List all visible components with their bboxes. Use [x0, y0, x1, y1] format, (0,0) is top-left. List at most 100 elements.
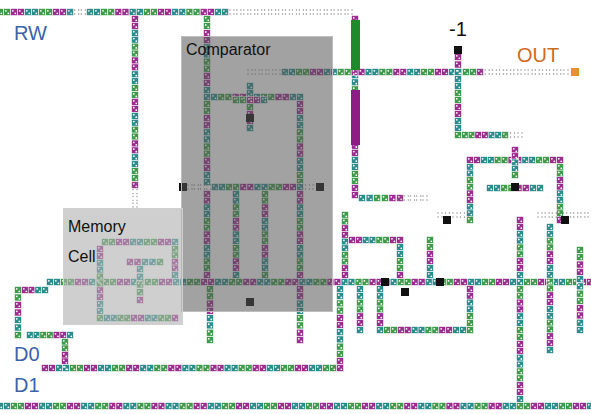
domino-pip: [135, 82, 137, 84]
domino-pip: [447, 328, 449, 330]
domino-cell: [25, 9, 32, 16]
domino-pip: [35, 333, 37, 335]
domino-cell: [421, 69, 428, 76]
domino-cell: [557, 210, 564, 217]
domino-pip: [232, 406, 234, 408]
domino-pip: [141, 406, 143, 408]
domino-pip: [404, 72, 406, 74]
domino-pip: [436, 70, 438, 72]
domino-cell: [62, 358, 69, 365]
domino-cell: [334, 403, 341, 410]
domino-cell: [379, 69, 386, 76]
domino-pip: [420, 280, 422, 282]
domino-cell: [467, 292, 474, 299]
domino-pip: [574, 404, 576, 406]
domino-pip: [578, 248, 580, 250]
domino-pip: [353, 172, 355, 174]
domino-cell: [352, 177, 359, 184]
domino-pip: [120, 406, 122, 408]
domino-pip: [110, 404, 112, 406]
domino-pip: [208, 323, 210, 325]
domino-pip: [133, 128, 135, 130]
domino-cell: [536, 157, 543, 164]
domino-pip: [211, 12, 213, 14]
domino-cell: [366, 195, 373, 202]
domino-pip: [135, 123, 137, 125]
domino-pip: [440, 328, 442, 330]
domino-pip: [197, 12, 199, 14]
domino-pip: [265, 404, 267, 406]
domino-cell: [132, 64, 139, 71]
domino-pip: [312, 368, 314, 370]
domino-pip: [239, 406, 241, 408]
domino-pip: [456, 55, 458, 57]
domino-cell: [577, 312, 584, 319]
domino-cell: [377, 299, 384, 306]
domino-pip: [207, 27, 209, 29]
domino-pip: [54, 10, 56, 12]
domino-pip: [567, 280, 569, 282]
domino-cell: [474, 403, 481, 410]
domino-pip: [130, 368, 132, 370]
domino-pip: [48, 333, 50, 335]
domino-pip: [530, 158, 532, 160]
domino-cell: [119, 365, 126, 372]
domino-pip: [209, 404, 211, 406]
domino-pip: [408, 282, 410, 284]
domino-cell: [337, 293, 344, 300]
domino-pip: [57, 335, 59, 337]
domino-cell: [200, 403, 207, 410]
domino-pip: [340, 333, 342, 335]
domino-cell: [480, 157, 487, 164]
domino-cell: [377, 327, 384, 334]
domino-pip: [518, 287, 520, 289]
domino-cell: [512, 165, 519, 172]
domino-cell: [263, 403, 270, 410]
domino-cell: [137, 403, 144, 410]
domino-cell: [529, 185, 536, 192]
domino-pip: [588, 280, 590, 282]
domino-pip: [309, 406, 311, 408]
domino-pip: [298, 323, 300, 325]
domino-pip: [355, 174, 357, 176]
domino-pip: [490, 280, 492, 282]
domino-pip: [106, 366, 108, 368]
domino-pip: [458, 86, 460, 88]
domino-pip: [14, 12, 16, 14]
domino-cell: [297, 337, 304, 344]
domino-cell: [517, 251, 524, 258]
domino-pip: [358, 328, 360, 330]
domino-cell: [175, 365, 182, 372]
domino-pip: [16, 318, 18, 320]
domino-pip: [209, 10, 211, 12]
domino-cell: [481, 403, 488, 410]
domino-cell: [467, 177, 474, 184]
domino-pip: [468, 321, 470, 323]
domino-pip: [370, 238, 372, 240]
domino-pip: [90, 12, 92, 14]
domino-pip: [483, 404, 485, 406]
domino-pip: [302, 406, 304, 408]
domino-cell: [547, 271, 554, 278]
domino-cell: [517, 368, 524, 375]
domino-pip: [340, 354, 342, 356]
domino-pip: [323, 406, 325, 408]
domino-cell: [517, 237, 524, 244]
domino-pip: [343, 273, 345, 275]
domino-pip: [391, 238, 393, 240]
domino-pip: [244, 404, 246, 406]
domino-cell: [362, 237, 369, 244]
domino-pip: [48, 280, 50, 282]
domino-cell: [102, 403, 109, 410]
domino-pip: [133, 86, 135, 88]
domino-cell: [397, 327, 404, 334]
domino-cell: [132, 16, 139, 23]
domino-cell: [502, 279, 509, 286]
domino-cell: [273, 365, 280, 372]
domino-cell: [344, 69, 351, 76]
domino-pip: [340, 368, 342, 370]
domino-cell: [132, 78, 139, 85]
domino-pip: [480, 72, 482, 74]
domino-cell: [547, 319, 554, 326]
domino-cell: [377, 320, 384, 327]
